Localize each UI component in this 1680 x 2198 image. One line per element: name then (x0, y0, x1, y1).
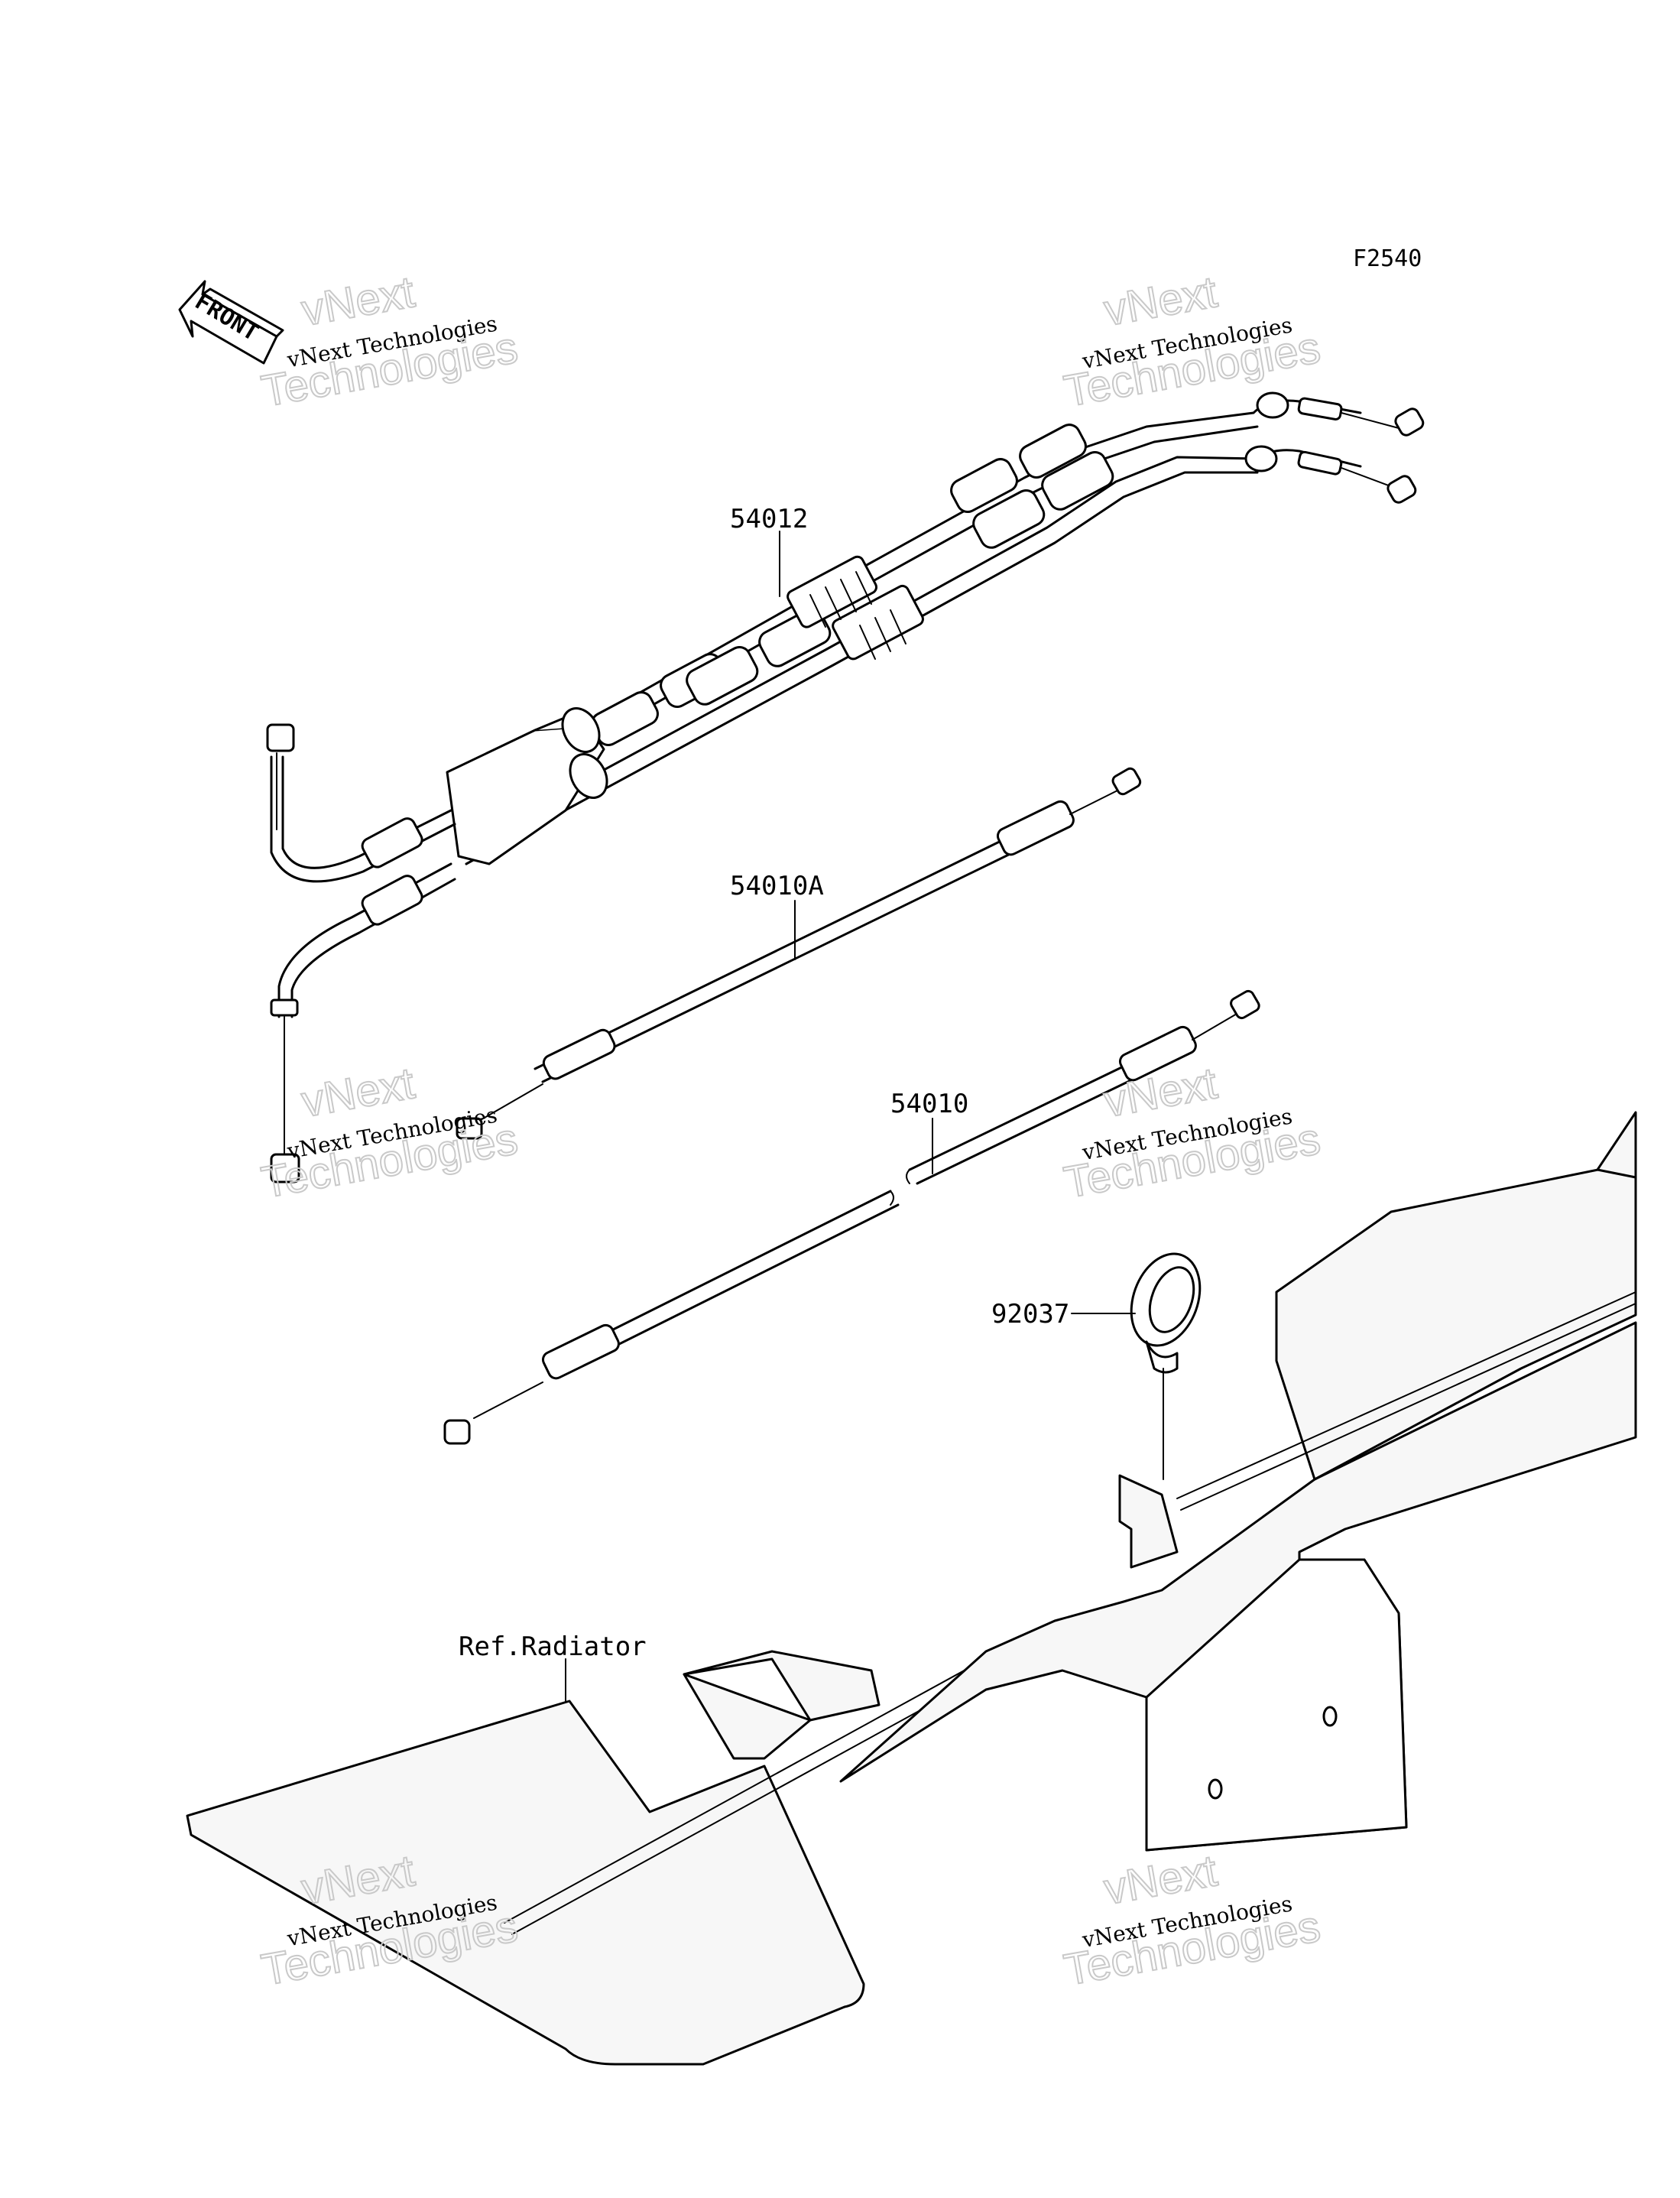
clamp-92037[interactable] (1119, 1244, 1211, 1374)
throttle-cable-assembly[interactable] (266, 391, 1425, 1183)
radiator-reference (186, 1111, 1637, 2066)
part-label-92037[interactable]: 92037 (991, 1299, 1069, 1330)
part-label-ref-radiator[interactable]: Ref.Radiator (459, 1631, 647, 1662)
watermark-top: vNext (1101, 267, 1221, 336)
watermark-6: vNext vNext Technologies Technologies (1059, 1845, 1325, 1995)
watermark-top: vNext (298, 1058, 418, 1127)
part-label-54012[interactable]: 54012 (730, 504, 808, 534)
watermark-4: vNext vNext Technologies Technologies (1059, 1057, 1325, 1208)
watermark-top: vNext (1101, 1846, 1221, 1914)
watermark-3: vNext vNext Technologies Technologies (257, 1057, 522, 1208)
choke-cable-54010a[interactable] (456, 767, 1142, 1140)
diagram-code: F2540 (1353, 245, 1422, 272)
watermark-2: vNext vNext Technologies Technologies (1059, 266, 1325, 417)
part-label-54010[interactable]: 54010 (890, 1089, 968, 1119)
part-label-54010a[interactable]: 54010A (730, 871, 824, 901)
choke-cable-54010[interactable] (443, 989, 1261, 1445)
watermark-1: vNext vNext Technologies Technologies (257, 266, 522, 417)
front-direction-arrow-icon: FRONT (178, 280, 284, 365)
watermark-top: vNext (298, 267, 418, 336)
